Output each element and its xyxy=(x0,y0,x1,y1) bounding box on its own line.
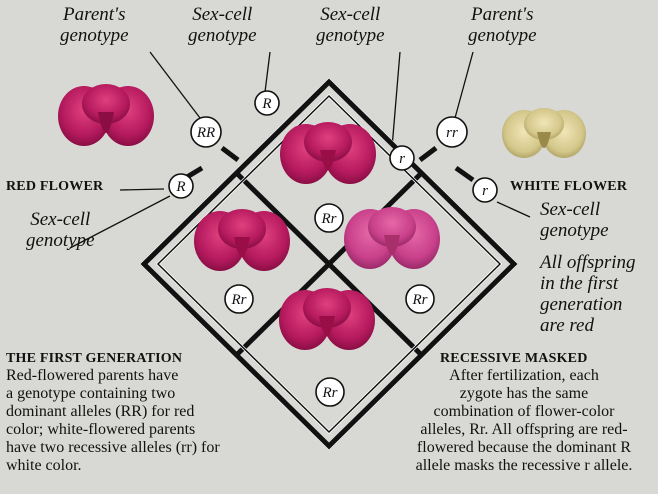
genotype-gamete-top-left: R xyxy=(261,96,271,112)
genotype-cell-left: Rr xyxy=(231,292,247,308)
white-flower-label: WHITE FLOWER xyxy=(510,179,627,195)
red-flower-label: RED FLOWER xyxy=(6,179,103,195)
first-generation-text: Red-flowered parents have a genotype con… xyxy=(6,367,326,475)
genotype-parent-red: RR xyxy=(196,125,215,141)
genotype-gamete-left: R xyxy=(175,179,185,195)
genotype-gamete-top-right: r xyxy=(399,151,405,167)
recessive-masked-text: After fertilization, each zygote has the… xyxy=(392,367,656,475)
first-generation-title: THE FIRST GENERATION xyxy=(6,351,182,367)
genotype-gamete-right: r xyxy=(482,183,488,199)
genotype-parent-white: rr xyxy=(446,125,458,141)
white-parent-flower xyxy=(502,108,586,158)
red-parent-flower xyxy=(58,84,154,146)
recessive-masked-title: RECESSIVE MASKED xyxy=(440,351,588,367)
genotype-cell-right: Rr xyxy=(412,292,428,308)
genotype-cell-top: Rr xyxy=(321,211,337,227)
